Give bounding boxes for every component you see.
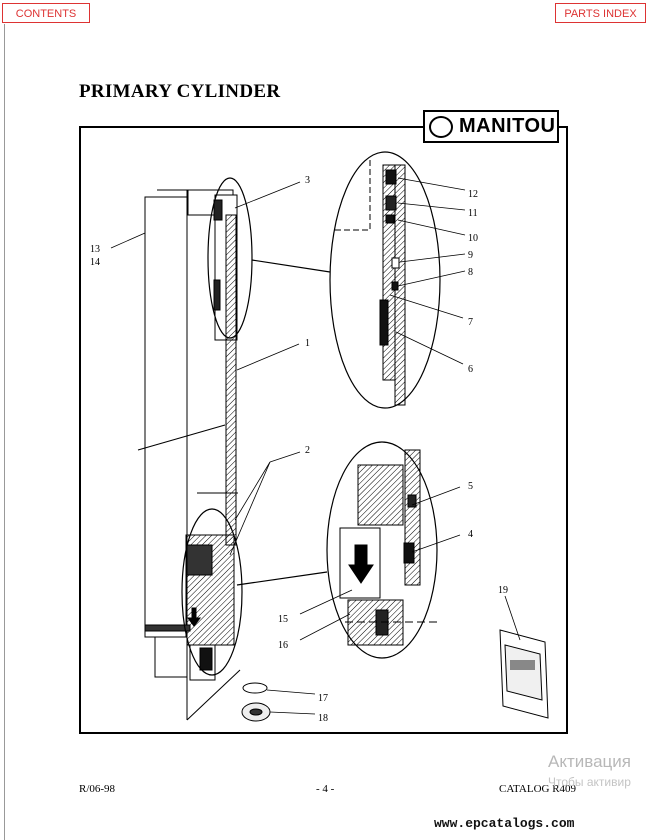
- callout-16: 16: [278, 640, 288, 651]
- callout-3: 3: [305, 175, 310, 186]
- lower-detail: [339, 449, 440, 646]
- detail-ellipses: [181, 151, 441, 676]
- callout-17: 17: [318, 693, 328, 704]
- footer-catalog: CATALOG R409: [499, 783, 577, 795]
- footer-page-number: - 4 -: [316, 783, 335, 795]
- plug-parts: [241, 682, 271, 722]
- callout-8: 8: [468, 267, 473, 278]
- left-margin-line: [4, 24, 5, 840]
- callout-10: 10: [468, 233, 478, 244]
- drawing-frame: [79, 126, 568, 734]
- contents-button[interactable]: CONTENTS: [2, 3, 90, 23]
- callout-18: 18: [318, 713, 328, 724]
- manual-booklet: [499, 629, 549, 719]
- callout-5: 5: [468, 481, 473, 492]
- footer-revision: R/06-98: [79, 783, 116, 795]
- callout-15: 15: [278, 614, 288, 625]
- leader-lines: [110, 177, 521, 715]
- callout-19: 19: [498, 585, 508, 596]
- callout-4: 4: [468, 529, 473, 540]
- callout-7: 7: [468, 317, 473, 328]
- forklift-icon: [429, 116, 453, 138]
- page-title: PRIMARY CYLINDER: [79, 81, 281, 102]
- callout-13: 13: [90, 244, 100, 255]
- callout-12: 12: [468, 189, 478, 200]
- callout-11: 11: [468, 208, 478, 219]
- site-watermark: www.epcatalogs.com: [434, 816, 575, 831]
- callout-6: 6: [468, 364, 473, 375]
- logo-text: MANITOU: [459, 115, 556, 137]
- callout-9: 9: [468, 250, 473, 261]
- manitou-logo: MANITOU: [423, 110, 559, 143]
- callout-2: 2: [305, 445, 310, 456]
- upper-detail: [335, 158, 406, 406]
- callout-14: 14: [90, 257, 100, 268]
- callout-1: 1: [305, 338, 310, 349]
- activation-watermark: Активация: [548, 752, 631, 771]
- parts-index-button[interactable]: PARTS INDEX: [555, 3, 646, 23]
- cylinder-body: [137, 189, 241, 721]
- activation-watermark-sub: Чтобы активир: [548, 775, 631, 789]
